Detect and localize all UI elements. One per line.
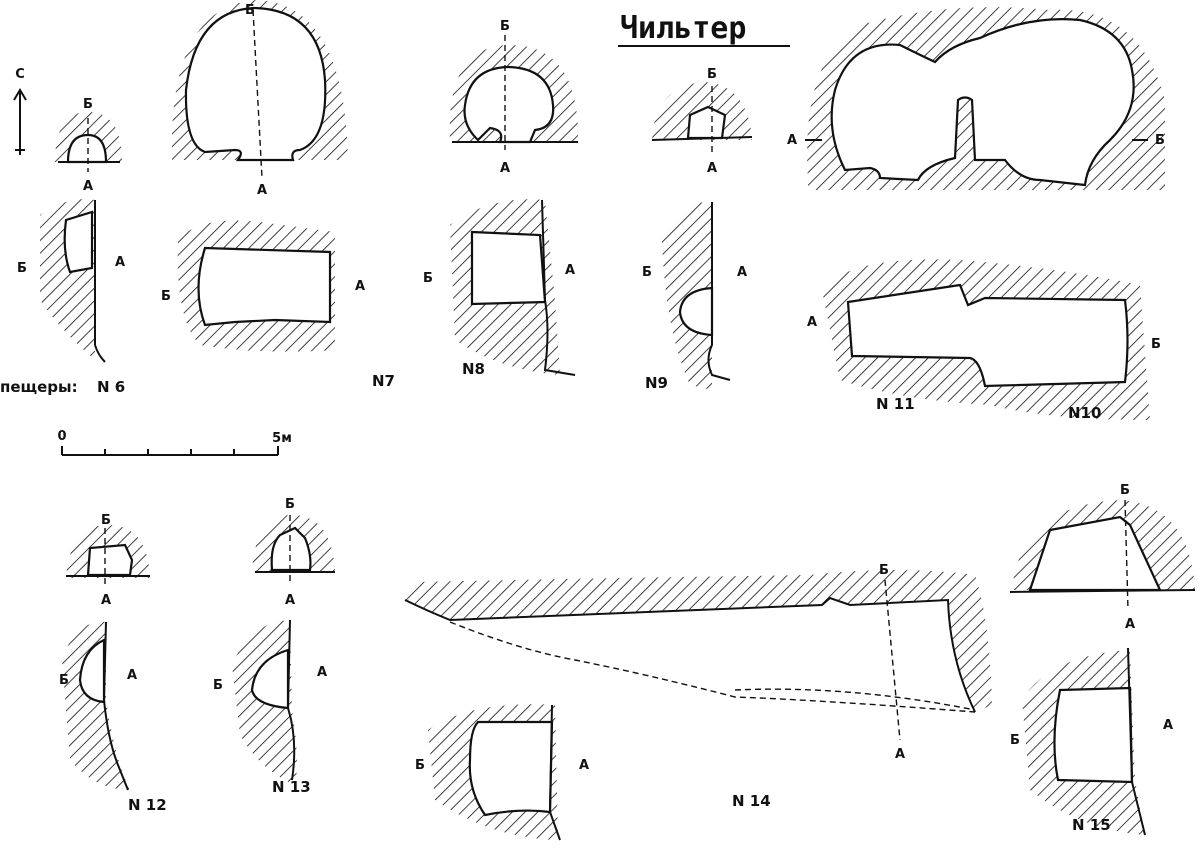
- mark-a: А: [115, 255, 125, 270]
- cave-9-plan: Б А N9: [642, 201, 747, 392]
- mark-b: Б: [1010, 733, 1020, 748]
- caves-label: пещеры:: [0, 378, 78, 396]
- cave-8-plan: Б А N8: [423, 199, 576, 378]
- mark-a: А: [565, 263, 575, 278]
- mark-b: Б: [1155, 133, 1165, 148]
- mark-a: А: [500, 161, 510, 176]
- cave-9-section: Б А: [651, 67, 753, 176]
- cave-11-number: N 11: [876, 395, 915, 413]
- cave-6-number: N 6: [97, 378, 125, 396]
- mark-b: Б: [17, 261, 27, 276]
- cave-15-plan: Б А N 15: [1010, 647, 1173, 836]
- mark-a: А: [1125, 617, 1135, 632]
- mark-a: А: [707, 161, 717, 176]
- mark-a: А: [1163, 718, 1173, 733]
- mark-a: А: [317, 665, 327, 680]
- cave-12-plan: Б А N 12: [59, 621, 167, 814]
- mark-a: А: [127, 668, 137, 683]
- cave-14-number: N 14: [732, 792, 771, 810]
- cave-14-section: Б А: [404, 563, 992, 762]
- cave-13-number: N 13: [272, 778, 311, 796]
- cave-10-number: N10: [1068, 404, 1101, 422]
- title-block: Чильтер: [618, 11, 790, 47]
- mark-a: А: [101, 593, 111, 608]
- mark-a: А: [83, 179, 93, 194]
- scale-start: 0: [57, 429, 66, 444]
- cave-14-plan: Б А N 14: [415, 704, 771, 841]
- mark-a: А: [355, 279, 365, 294]
- mark-a: А: [807, 315, 817, 330]
- scale-bar: 0 5м: [57, 429, 292, 456]
- cave-12-section: Б А: [66, 513, 150, 608]
- mark-b: Б: [707, 67, 717, 82]
- cave-7-plan: Б А N7: [161, 220, 395, 390]
- diagram-title: Чильтер: [620, 11, 746, 46]
- cave-9-number: N9: [645, 374, 668, 392]
- cave-13-section: Б А: [252, 497, 335, 608]
- cave-15-section: Б А: [1009, 483, 1196, 632]
- mark-b: Б: [415, 758, 425, 773]
- mark-b: Б: [285, 497, 295, 512]
- mark-b: Б: [59, 673, 69, 688]
- scale-end: 5м: [272, 431, 292, 446]
- cave-6-plan: Б А: [17, 199, 125, 363]
- cave-15-number: N 15: [1072, 816, 1111, 834]
- mark-b: Б: [879, 563, 889, 578]
- mark-a: А: [257, 183, 267, 198]
- cave-10-11-plan: А Б N 11 N10: [807, 259, 1161, 422]
- mark-b: Б: [423, 271, 433, 286]
- mark-a: А: [285, 593, 295, 608]
- mark-b: Б: [101, 513, 111, 528]
- mark-b: Б: [213, 678, 223, 693]
- mark-b: Б: [642, 265, 652, 280]
- cave-12-number: N 12: [128, 796, 167, 814]
- cave-13-plan: Б А N 13: [213, 619, 327, 796]
- compass-label: С: [15, 67, 25, 82]
- mark-a: А: [579, 758, 589, 773]
- caves-legend: пещеры: N 6: [0, 378, 125, 396]
- cave-8-number: N8: [462, 360, 485, 378]
- cave-10-11-section: А Б: [787, 7, 1165, 191]
- mark-b: Б: [83, 97, 93, 112]
- cave-6-section: Б А: [55, 97, 122, 194]
- north-arrow-icon: С: [13, 67, 27, 155]
- cave-7-section: Б А: [171, 0, 348, 198]
- mark-b: Б: [161, 289, 171, 304]
- mark-a: А: [787, 133, 797, 148]
- mark-b: Б: [1151, 337, 1161, 352]
- cave-7-number: N7: [372, 372, 395, 390]
- mark-b: Б: [500, 19, 510, 34]
- mark-b: Б: [245, 3, 255, 18]
- mark-a: А: [895, 747, 905, 762]
- mark-b: Б: [1120, 483, 1130, 498]
- mark-a: А: [737, 265, 747, 280]
- cave-8-section: Б А: [449, 19, 579, 176]
